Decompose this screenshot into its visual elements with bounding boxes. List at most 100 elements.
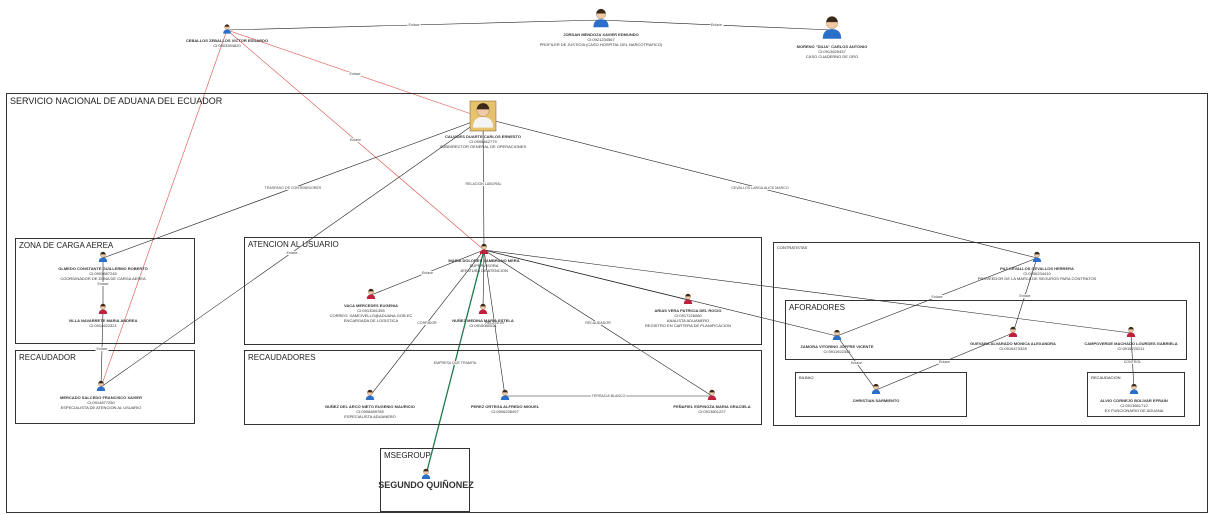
person-detail: CI:0913661712 [1120,403,1148,408]
person-node-n13[interactable] [500,389,510,400]
person-detail: CI:0916473328 [999,346,1027,351]
person-detail: CI:0903687245 [89,271,117,276]
person-node-n10[interactable] [478,303,488,314]
person-name: CALVIDES DUARTE CARLOS ERNESTO [444,134,522,139]
edge-n8-n19 [483,249,1132,334]
person-node-n4[interactable] [469,100,497,132]
edge-label: TRASPASO DE CONTENEDORES [263,186,323,190]
person-detail: CI:0914622321 [89,323,117,328]
person-name: PEÑAFIEL ESPINOZA MARIA GRACIELA [673,404,751,409]
group-zona-carga-aerea: ZONA DE CARGA AEREA [15,238,195,344]
edge-label: Enlace [96,282,110,286]
edge-label: CORRIDOR [416,321,438,325]
person-node-n9[interactable] [366,288,376,299]
person-node-n11[interactable] [683,293,693,304]
person-name: OLMEDO CONSTANTE GUILLERMO ROBERTO [58,266,148,271]
person-node-n17[interactable] [832,329,842,340]
person-node-n12[interactable] [365,389,375,400]
person-name: SEGUNDO QUIÑONEZ [378,480,474,490]
group-title: MSEGROUP [384,451,431,460]
person-detail: CI:0913801227 [698,409,726,414]
person-node-n5[interactable] [98,251,108,262]
person-name: CAMPOVERDE MACHADO LOURDES GABRIELA [1084,341,1178,346]
edge-label: Enlace [407,23,421,27]
group-servicio-nacional: SERVICIO NACIONAL DE ADUANA DEL ECUADOR [6,93,1208,513]
group-recaudador: RECAUDADOR [15,350,195,424]
person-node-n8[interactable] [479,243,489,254]
person-detail: EX FUNCIONARIO DE ADUANA [1104,408,1164,413]
edge-label: TERRACIA BLANCO [590,394,627,398]
person-detail: CI:0913261355 [357,308,385,313]
edge-label: RELACION [484,321,505,325]
person-detail: CI:0903394820 [213,42,241,48]
person-detail: CI:0911922341 [823,349,851,354]
person-name: VILLA NAVARRETE MARIA ANDREA [68,318,138,323]
edge-label: Enlace [850,361,863,365]
group-title: RECAUDADORES [248,353,316,362]
person-detail: REGISTRO EN CARTERA DE PLANIFICACION [645,323,731,328]
person-node-n19[interactable] [1126,326,1136,337]
group-aforadores: AFORADORES [785,300,1187,360]
person-detail: CI:0917226080 [674,313,702,318]
person-detail: CI:0906462779 [469,139,497,144]
person-detail: COORDINADOR DE ZONA DE CARGA AEREA [60,276,146,281]
group-contratistas: CONTRATISTAS [773,242,1200,426]
group-msegroup: MSEGROUP [380,448,470,512]
person-detail: PROVEEDOR DE LA MARCA DE SEGUROS PARA CO… [977,276,1097,281]
group-title: RECAUDACION [1091,375,1121,380]
person-node-n16[interactable] [1032,251,1042,262]
person-detail: CI:0915220211 [1117,346,1145,351]
edge-label: RECAUDADOR [584,321,612,325]
person-node-n18[interactable] [1008,326,1018,337]
edge-label: CONTROL [1122,359,1143,364]
person-name: GUEVARA ALVARADO MONICA ALEXANDRA [970,341,1056,346]
group-title: AFORADORES [789,303,846,312]
group-title: ZONA DE CARGA AEREA [19,241,114,250]
person-node-n1[interactable] [223,24,231,34]
edge-label: EMPRESA QUE TRAMITA [432,360,478,365]
group-title: SERVICIO NACIONAL DE ADUANA DEL ECUADOR [10,96,223,106]
person-node-n2[interactable] [593,8,609,28]
person-name: PEREZ ORTEGA ALFREDO MIGUEL [470,404,540,409]
person-node-n20[interactable] [871,383,881,394]
person-name: ZAMORA VITORINO JOFFRE VICENTE [800,344,874,349]
person-node-n21[interactable] [1129,383,1139,394]
person-detail: ANALISTA ADUANERO [666,318,710,323]
group-title: CONTRATISTAS [777,245,808,250]
person-node-n14[interactable] [707,389,717,400]
person-name: MARIA DOLORES ZAMBRANO MERA [448,258,520,263]
edge-n8-n17 [483,249,838,337]
person-detail: CORREO: SAMCIVELLO@ADUANA.GOB.EC [329,313,413,318]
person-name: VACA MERCEDES EUGENIA [343,303,399,308]
person-name: MERCADO SALCEDO FRANCISCO XAVIER [60,395,142,400]
group-atencion-usuario: ATENCION AL USUARIO [244,237,762,345]
nodes-layer [96,8,1139,479]
person-detail: PROFILER DE JUSTICIA (CASO HOSPITAL DEL … [539,42,663,47]
person-name: PAZ CEVALLOS CEVALLOS HERRERA [1000,266,1074,271]
group-recaudadores: RECAUDADORES [244,350,762,425]
person-detail: CI:0921234567 [587,37,615,42]
person-detail: CI:0914877250 [87,400,115,405]
person-detail: CASO CUADERNO DE ORO [805,54,859,59]
edge-n8-n10 [482,249,485,311]
edge-label: Enlace [1018,293,1032,298]
edge-n7-n1 [100,29,228,388]
person-detail: SUBDIRECTOR GENERAL DE OPERACIONES [439,144,527,149]
edge-label: RELACION LABORAL [464,182,503,186]
person-name: NUÑEZ MEDINA MARIA ESTELA [452,318,514,323]
person-detail: SUPERVISORA [469,263,499,268]
person-detail: CI:0913625437 [818,49,846,54]
edge-label: Enlace [421,270,434,275]
edge-label: CEVALLOS LARGA ALICE MARCO [730,186,790,190]
person-detail: ENCARGADA DE LOGISTICA [343,318,399,323]
person-name: MORENO "DILIA" CARLOS ANTONIO [796,44,868,49]
person-detail: ESPECIALISTA ADUANERO [344,414,396,419]
person-node-n3[interactable] [822,16,842,39]
person-node-n6[interactable] [98,303,108,314]
group-bilbao: BILBAO [795,372,967,417]
person-node-n15[interactable] [421,468,431,479]
person-node-n7[interactable] [96,380,106,391]
person-detail: CI:0908489765 [356,409,384,414]
edge-label: Enlace [285,250,299,255]
